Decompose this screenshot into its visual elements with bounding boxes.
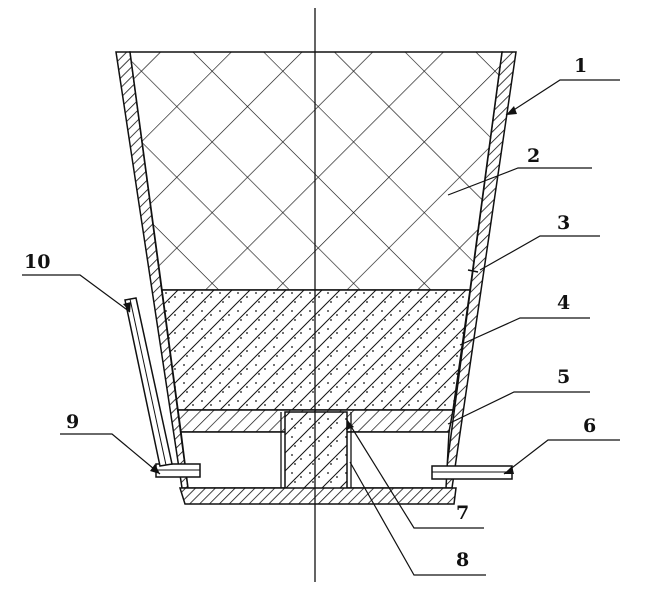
label-2: 2 xyxy=(527,145,540,167)
leader-7 xyxy=(346,419,484,529)
leader-3 xyxy=(479,235,600,271)
label-10: 10 xyxy=(24,251,50,273)
leader-lines xyxy=(22,79,620,576)
upper-lattice-charge xyxy=(129,51,503,291)
leader-5 xyxy=(447,391,590,425)
label-4: 4 xyxy=(557,292,570,314)
label-1: 1 xyxy=(574,55,587,77)
label-6: 6 xyxy=(583,415,596,437)
arrowheads xyxy=(123,106,517,474)
central-pillar xyxy=(284,411,348,491)
label-5: 5 xyxy=(557,366,570,388)
leader-10 xyxy=(22,274,131,313)
leader-4 xyxy=(459,317,590,346)
label-3: 3 xyxy=(557,212,570,234)
leader-2 xyxy=(447,167,592,196)
leader-8 xyxy=(349,461,486,576)
leader-1 xyxy=(505,79,620,116)
label-9: 9 xyxy=(66,411,79,433)
base-plate xyxy=(178,487,457,505)
middle-dotted-charge xyxy=(161,289,471,411)
leader-9 xyxy=(60,433,161,475)
label-7: 7 xyxy=(456,502,469,524)
label-8: 8 xyxy=(456,549,469,571)
leader-6 xyxy=(503,439,620,475)
